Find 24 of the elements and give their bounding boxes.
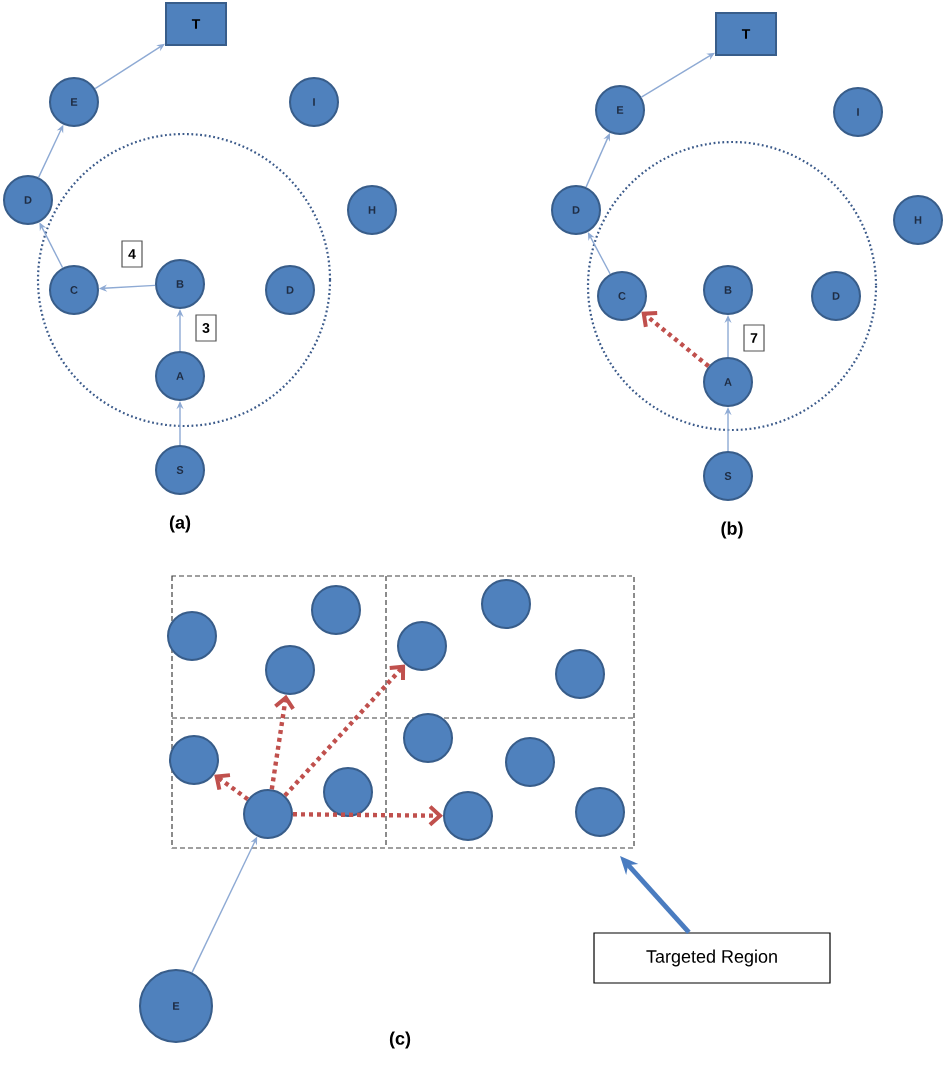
node-circle	[403, 713, 453, 763]
arrow	[587, 232, 611, 275]
node-circle	[243, 789, 293, 839]
node-circle	[311, 585, 361, 635]
node-circle	[397, 621, 447, 671]
panel-caption: (a)	[169, 515, 191, 533]
arrow	[269, 694, 295, 790]
node-circle	[555, 649, 605, 699]
panel-caption: (c)	[389, 1031, 411, 1049]
panel-caption: (b)	[721, 521, 743, 539]
arrow	[214, 773, 250, 802]
arrow	[640, 52, 715, 98]
node-circle	[575, 787, 625, 837]
node-circle	[169, 735, 219, 785]
region-label: Targeted Region	[593, 932, 831, 984]
node-circle	[481, 579, 531, 629]
arrow	[292, 805, 443, 827]
node-circle	[505, 737, 555, 787]
node-circle	[443, 791, 493, 841]
arrow	[641, 310, 710, 368]
node-circle	[323, 767, 373, 817]
arrow	[283, 664, 406, 798]
node-circle	[265, 645, 315, 695]
node-circle	[167, 611, 217, 661]
